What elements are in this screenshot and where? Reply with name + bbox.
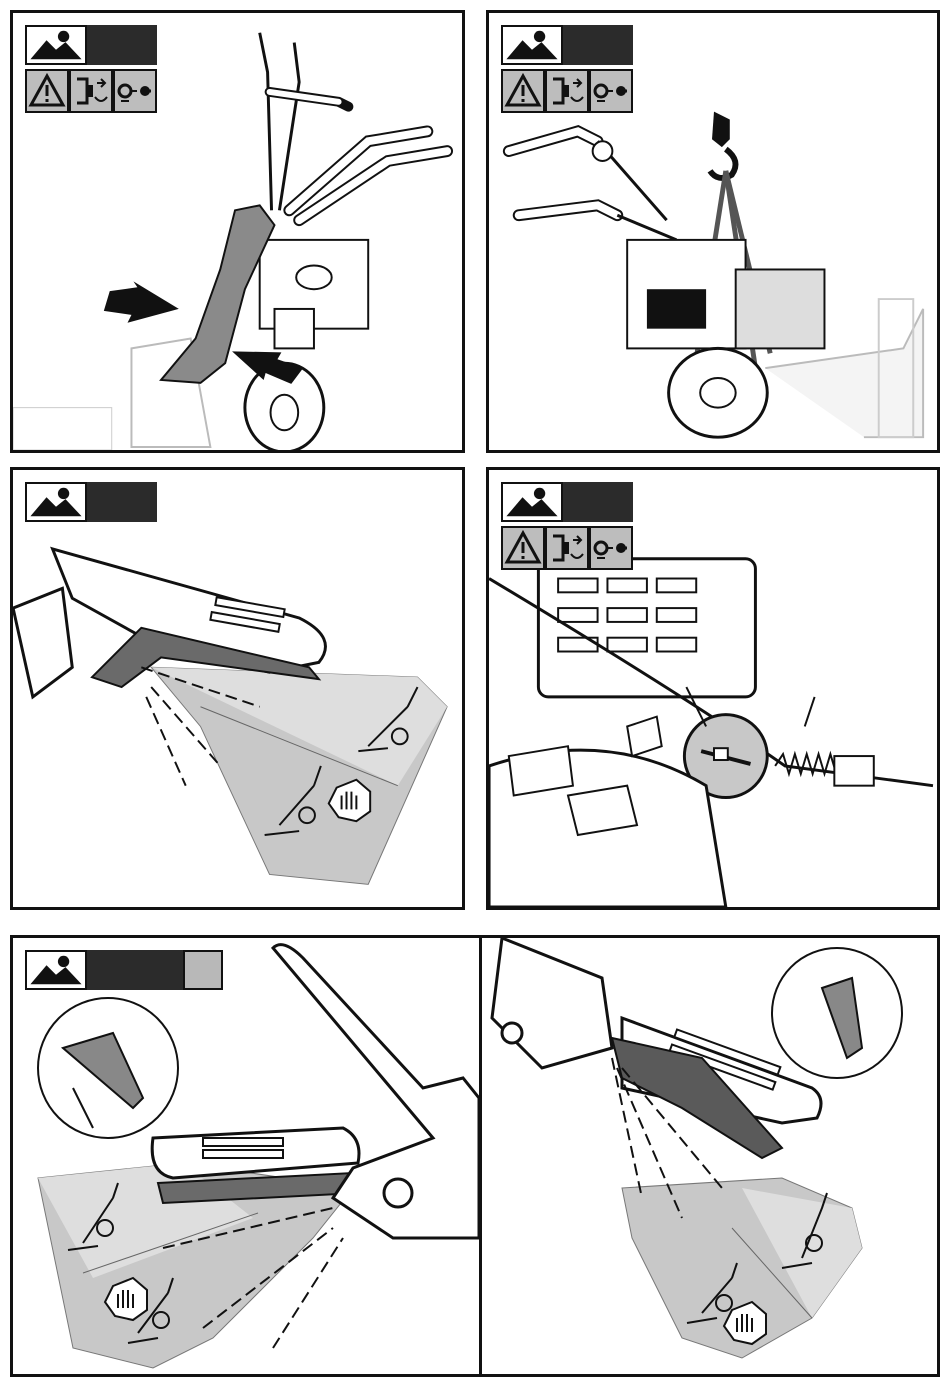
landscape-image-icon: [501, 482, 563, 522]
panel-lever-forward-reverse: [10, 467, 465, 910]
lever-range-illustration: [13, 470, 462, 907]
label-block: [87, 482, 157, 522]
lever-detail-left-illustration: [13, 938, 479, 1374]
landscape-image-icon: [25, 950, 87, 990]
panel-lifting-hook: [486, 10, 940, 453]
landscape-image-icon: [25, 25, 87, 65]
landscape-image-icon: [501, 25, 563, 65]
warning-triangle-icon: [25, 69, 69, 113]
arrow-left-icon: [104, 281, 179, 322]
label-block: [563, 25, 633, 65]
label-block-light: [183, 950, 223, 990]
lever-detail-right-illustration: [482, 938, 937, 1374]
remove-key-icon: [589, 69, 633, 113]
disconnect-spark-plug-icon: [545, 526, 589, 570]
landscape-image-icon: [25, 482, 87, 522]
warning-triangle-icon: [501, 69, 545, 113]
remove-key-icon: [113, 69, 157, 113]
label-block: [87, 950, 183, 990]
crane-hook-icon: [712, 112, 730, 148]
panel-lever-detail-pair: [10, 935, 940, 1377]
panel-cable-adjuster: [486, 467, 940, 910]
panel-handlebar-cover: [10, 10, 465, 453]
disconnect-spark-plug-icon: [69, 69, 113, 113]
label-block: [563, 482, 633, 522]
warning-triangle-icon: [501, 526, 545, 570]
label-block: [87, 25, 157, 65]
remove-key-icon: [589, 526, 633, 570]
disconnect-spark-plug-icon: [545, 69, 589, 113]
